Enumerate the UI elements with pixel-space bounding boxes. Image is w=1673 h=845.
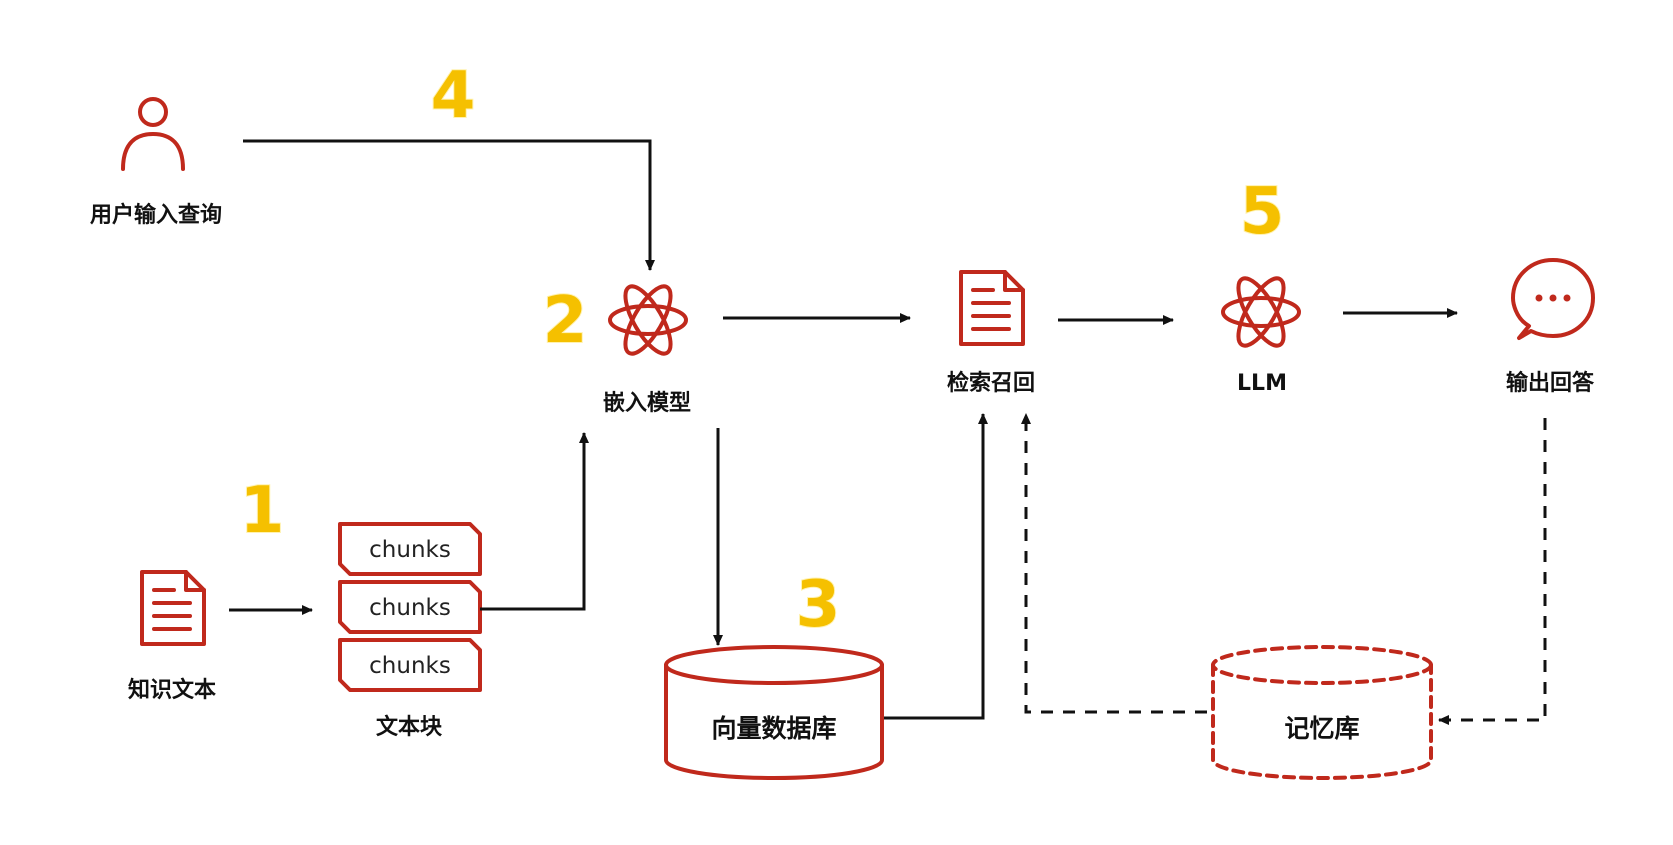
- label-embedding-model: 嵌入模型: [603, 390, 691, 416]
- label-output-answer: 输出回答: [1506, 370, 1595, 396]
- document-icon: [140, 570, 206, 646]
- chunk-label: chunks: [369, 653, 451, 679]
- arrow-vector-db-to-retrieval: [884, 413, 988, 720]
- step-number: 3: [796, 568, 841, 642]
- chunk-box: [338, 522, 482, 576]
- chunk-label: chunks: [369, 595, 451, 621]
- arrow-query-to-embedding: [243, 139, 655, 271]
- atom-icon: [608, 278, 688, 362]
- chunk-label: chunks: [369, 537, 451, 563]
- chunk-box: [338, 580, 482, 634]
- label-memory-db: 记忆库: [1284, 714, 1359, 743]
- label-retrieval: 检索召回: [947, 370, 1035, 396]
- step-number: 4: [431, 59, 476, 133]
- label-knowledge-text: 知识文本: [128, 677, 216, 703]
- step-number: 2: [543, 284, 588, 358]
- arrow-memory-to-retrieval: [1021, 413, 1207, 714]
- chunk-box: [338, 638, 482, 692]
- vector-db-cylinder: [664, 645, 884, 780]
- step-number: 1: [240, 474, 285, 548]
- person-icon: [121, 97, 185, 171]
- arrow-chunks-to-embedding: [480, 432, 589, 611]
- atom-icon: [1221, 270, 1301, 354]
- arrow-output-to-memory: [1438, 418, 1547, 725]
- chat-bubble-icon: [1511, 258, 1595, 340]
- label-text-chunks: 文本块: [376, 714, 443, 740]
- memory-db-cylinder: [1211, 645, 1433, 780]
- document-icon: [959, 270, 1025, 346]
- step-number: 5: [1240, 175, 1285, 249]
- chunk-stack: chunks chunks chunks: [338, 522, 482, 692]
- label-vector-db: 向量数据库: [711, 714, 836, 743]
- label-llm: LLM: [1237, 371, 1287, 396]
- label-user-query: 用户输入查询: [90, 202, 222, 228]
